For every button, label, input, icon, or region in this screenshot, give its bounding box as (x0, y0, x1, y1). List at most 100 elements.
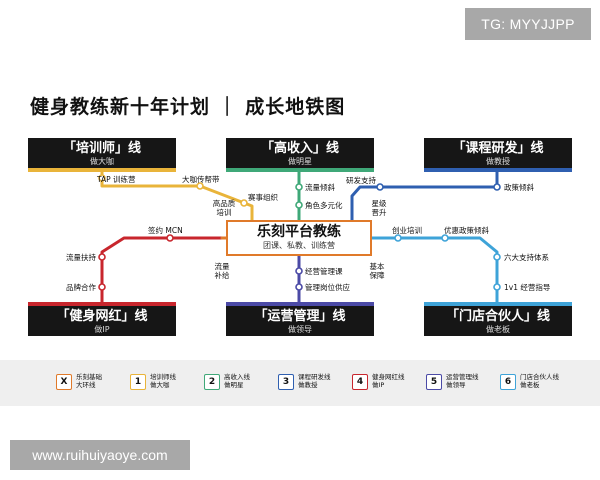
label-policy-tilt: 政策倾斜 (504, 183, 534, 192)
legend: X 乐刻基础 大环线 1 培训师线 做大咖 2 高收入线 做明星 3 课程研发线… (0, 360, 600, 406)
label-role-diverse: 角色多元化 (305, 201, 343, 210)
station-event-org (240, 199, 248, 207)
legend-role-4: 做IP (372, 381, 385, 389)
station-traffic-support (98, 253, 106, 261)
legend-label-4: 健身网红线 (372, 373, 405, 381)
metro-map (98, 166, 501, 304)
legend-label-3: 课程研发线 (298, 373, 331, 381)
trainer-line-name: 「培训师」线 (62, 141, 141, 156)
station-brand-coop (98, 283, 106, 291)
course-line-bar (424, 168, 572, 172)
legend-num-5: 5 (426, 374, 442, 390)
influencer-line-role: 做IP (94, 325, 110, 334)
partner-line-role: 做老板 (486, 325, 510, 334)
legend-num-base: X (56, 374, 72, 390)
course-line-role: 做教授 (486, 157, 510, 166)
legend-role-2: 做明星 (224, 381, 244, 389)
station-mgmt-post (295, 283, 303, 291)
income-line-box: 「高收入」线 做明星 (226, 138, 374, 168)
watermark-bottom: www.ruihuiyaoye.com (10, 440, 190, 470)
influencer-line-path (100, 236, 228, 304)
label-star: 星级 晋升 (365, 199, 393, 217)
legend-item-3: 3 课程研发线 做教授 (278, 372, 358, 396)
ops-line-role: 做领导 (288, 325, 312, 334)
station-one-on-one (493, 283, 501, 291)
legend-label-base: 乐刻基础 (76, 373, 102, 381)
legend-role-5: 做领导 (446, 381, 466, 389)
label-event-org: 赛事组织 (248, 193, 278, 202)
legend-label-1: 培训师线 (150, 373, 176, 381)
legend-item-4: 4 健身网红线 做IP (352, 372, 432, 396)
station-ops-course (295, 267, 303, 275)
label-basic: 基本 保障 (363, 262, 391, 280)
partner-line-box: 「门店合伙人」线 做老板 (424, 306, 572, 336)
label-star-1: 星级 (371, 199, 387, 208)
page-title: 健身教练新十年计划 ｜ 成长地铁图 (30, 96, 346, 118)
label-traffic-tilt: 流量倾斜 (305, 183, 335, 192)
influencer-line-box: 「健身网红」线 做IP (28, 306, 176, 336)
station-traffic-tilt (295, 183, 303, 191)
station-rd-support (376, 183, 384, 191)
trainer-line-box: 「培训师」线 做大咖 (28, 138, 176, 168)
partner-line-bar (424, 302, 572, 306)
partner-line-path (370, 236, 499, 304)
station-big-name (196, 182, 204, 190)
label-brand-coop: 品牌合作 (66, 283, 96, 292)
label-ops-course: 经营管理课 (305, 267, 343, 276)
label-six-support: 六大支持体系 (504, 253, 549, 262)
station-policy-tilt (493, 183, 501, 191)
legend-item-6: 6 门店合伙人线 做老板 (500, 372, 580, 396)
income-line-role: 做明星 (288, 157, 312, 166)
station-six-support (493, 253, 501, 261)
legend-label-6: 门店合伙人线 (520, 373, 559, 381)
legend-role-3: 做教授 (298, 381, 318, 389)
label-traffic-sub: 流量 补给 (204, 262, 240, 280)
legend-num-3: 3 (278, 374, 294, 390)
course-line-box: 「课程研发」线 做教授 (424, 138, 572, 168)
label-hq-training-2: 培训 (216, 208, 232, 217)
legend-role-1: 做大咖 (150, 381, 170, 389)
legend-num-1: 1 (130, 374, 146, 390)
station-startup-train (394, 234, 402, 242)
watermark-top: TG: MYYJJPP (465, 8, 591, 40)
legend-role-base: 大环线 (76, 381, 96, 389)
station-role-diverse (295, 201, 303, 209)
influencer-line-name: 「健身网红」线 (56, 309, 148, 324)
label-pref-policy: 优惠政策倾斜 (444, 226, 489, 235)
label-big-name: 大咖传帮带 (182, 175, 220, 184)
hub-station: 乐刻平台教练 团课、私教、训练营 (226, 220, 372, 256)
label-startup-train: 创业培训 (392, 226, 422, 235)
label-star-2: 晋升 (371, 208, 387, 217)
legend-num-2: 2 (204, 374, 220, 390)
ops-line-bar (226, 302, 374, 306)
ops-line-box: 「运营管理」线 做领导 (226, 306, 374, 336)
label-sign-mcn: 签约 MCN (148, 226, 183, 235)
station-pref-policy (441, 234, 449, 242)
legend-item-1: 1 培训师线 做大咖 (130, 372, 210, 396)
label-traffic-sub-1: 流量 (214, 262, 230, 271)
income-line-name: 「高收入」线 (260, 141, 339, 156)
hub-subtitle: 团课、私教、训练营 (263, 241, 335, 250)
label-basic-1: 基本 (369, 262, 385, 271)
label-one-on-one: 1v1 经营指导 (504, 283, 551, 292)
label-traffic-support: 流量扶持 (66, 253, 96, 262)
trainer-line-bar (28, 168, 176, 172)
legend-role-6: 做老板 (520, 381, 540, 389)
legend-label-2: 高收入线 (224, 373, 250, 381)
legend-label-5: 运营管理线 (446, 373, 479, 381)
course-line-path (350, 166, 499, 222)
label-hq-training: 高品质 培训 (206, 199, 242, 217)
legend-item-2: 2 高收入线 做明星 (204, 372, 284, 396)
legend-item-5: 5 运营管理线 做领导 (426, 372, 506, 396)
label-mgmt-post: 管理岗位供应 (305, 283, 350, 292)
legend-num-6: 6 (500, 374, 516, 390)
partner-line-name: 「门店合伙人」线 (445, 309, 550, 324)
course-line-name: 「课程研发」线 (452, 141, 544, 156)
label-rd-support: 研发支持 (346, 176, 376, 185)
ops-line-name: 「运营管理」线 (254, 309, 346, 324)
income-line-bar (226, 168, 374, 172)
label-basic-2: 保障 (369, 271, 385, 280)
trainer-line-role: 做大咖 (90, 157, 114, 166)
legend-num-4: 4 (352, 374, 368, 390)
label-hq-training-1: 高品质 (212, 199, 236, 208)
